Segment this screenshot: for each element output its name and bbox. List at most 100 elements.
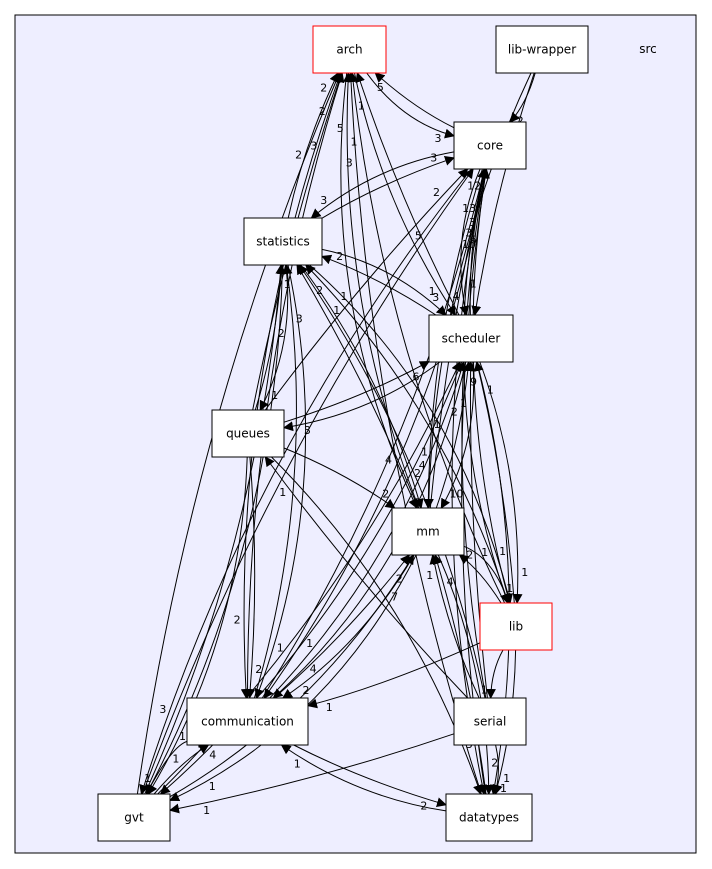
edge-line — [366, 72, 455, 139]
node-serial[interactable]: serial — [453, 697, 527, 746]
edge-line — [293, 744, 447, 808]
edge-line — [305, 264, 509, 604]
edge-serial-to-gvt: 1 — [169, 733, 455, 817]
node-lib[interactable]: lib — [479, 602, 553, 651]
edge-serial-to-mm: 1 — [426, 554, 480, 699]
edge-line — [321, 155, 455, 219]
node-datatypes[interactable]: datatypes — [445, 793, 533, 842]
edge-weight-label: 2 — [466, 548, 473, 561]
node-lib-wrapper[interactable]: lib-wrapper — [495, 25, 589, 74]
node-box[interactable] — [495, 25, 589, 74]
node-gvt[interactable]: gvt — [97, 793, 171, 842]
edge-line — [246, 72, 345, 699]
edge-weight-label: 10 — [450, 487, 464, 500]
node-box[interactable] — [453, 121, 527, 170]
edge-line — [153, 744, 210, 795]
edge-weight-label: 1 — [144, 772, 151, 785]
edge-scheduler-to-mm: 10 — [440, 361, 475, 509]
node-box[interactable] — [479, 602, 553, 651]
edge-lib-to-arch: 1 — [348, 72, 506, 604]
edge-weight-label: 1 — [421, 446, 428, 459]
node-box[interactable] — [186, 697, 309, 746]
edge-statistics-to-gvt: 1 — [145, 264, 283, 795]
node-box[interactable] — [211, 409, 285, 458]
edge-weight-label: 2 — [234, 614, 241, 627]
edge-weight-label: 2 — [336, 250, 343, 263]
node-box[interactable] — [445, 793, 533, 842]
edge-weight-label: 1 — [506, 582, 513, 595]
edge-line — [307, 642, 481, 709]
edge-line — [321, 254, 437, 316]
edge-line — [340, 72, 418, 509]
edge-line — [354, 72, 456, 316]
edge-weight-label: 1 — [503, 772, 510, 785]
node-label: gvt — [124, 811, 144, 825]
edge-weight-label: 5 — [415, 230, 422, 243]
edge-weight-label: 1 — [481, 546, 488, 559]
edge-weight-label: 1 — [426, 569, 433, 582]
edge-weight-label: 1 — [481, 684, 488, 697]
node-communication[interactable]: communication — [186, 697, 309, 746]
edge-line — [240, 72, 342, 699]
node-box[interactable] — [428, 314, 514, 363]
node-label: lib-wrapper — [508, 43, 576, 57]
edge-statistics-to-queues: 1 — [259, 264, 289, 411]
node-scheduler[interactable]: scheduler — [428, 314, 514, 363]
edge-lib-to-core: 3 — [469, 168, 511, 604]
node-box[interactable] — [243, 217, 323, 266]
edge-line — [472, 168, 511, 604]
edge-line — [245, 456, 256, 699]
edge-line — [435, 361, 473, 509]
edge-queues-to-core: 2 — [264, 168, 469, 411]
edge-lib-wrapper-to-scheduler: 1 — [470, 72, 535, 316]
node-box[interactable] — [391, 507, 465, 556]
edge-line — [282, 554, 415, 699]
node-core[interactable]: core — [453, 121, 527, 170]
node-label: statistics — [256, 235, 310, 249]
edge-gvt-to-statistics: 2 — [144, 264, 286, 795]
edge-arch-to-mm: 4 — [340, 72, 418, 509]
edge-weight-label: 2 — [517, 115, 524, 128]
edge-line — [485, 649, 504, 699]
node-mm[interactable]: mm — [391, 507, 465, 556]
edge-weight-label: 3 — [310, 139, 317, 152]
edge-weight-label: 1 — [521, 566, 528, 579]
edge-line — [169, 554, 417, 802]
edge-weight-label: 2 — [491, 757, 498, 770]
edge-weight-label: 3 — [159, 703, 166, 716]
node-box[interactable] — [312, 25, 387, 74]
edge-weight-label: 3 — [320, 194, 327, 207]
edge-line — [139, 168, 472, 795]
edge-line — [145, 264, 283, 795]
edge-line — [374, 72, 455, 129]
edge-weight-label: 2 — [433, 186, 440, 199]
node-box[interactable] — [97, 793, 171, 842]
edge-weight-label: 2 — [414, 467, 421, 480]
edge-line — [346, 72, 482, 795]
edge-line — [479, 361, 523, 604]
edge-weight-label: 4 — [447, 576, 454, 589]
node-arch[interactable]: arch — [312, 25, 387, 74]
edge-arch-to-communication: 2 — [234, 72, 342, 699]
node-statistics[interactable]: statistics — [243, 217, 323, 266]
edge-gvt-to-mm: 7 — [169, 554, 415, 798]
node-label: scheduler — [442, 332, 501, 346]
edge-scheduler-to-statistics: 2 — [321, 250, 437, 316]
edge-line — [283, 361, 430, 423]
edge-queues-to-scheduler: 6 — [283, 361, 430, 423]
edge-weight-label: 2 — [420, 799, 427, 812]
edge-core-to-communication: 1 — [263, 168, 487, 699]
edge-line — [254, 264, 307, 699]
node-queues[interactable]: queues — [211, 409, 285, 458]
edge-weight-label: 1 — [294, 758, 301, 771]
node-box[interactable] — [453, 697, 527, 746]
edge-line — [471, 72, 535, 316]
edge-weight-label: 3 — [346, 157, 353, 170]
edge-weight-label: 5 — [377, 81, 384, 94]
edge-line — [145, 740, 188, 795]
edge-line — [144, 264, 286, 795]
edge-line — [309, 264, 513, 604]
edge-weight-label: 5 — [337, 122, 344, 135]
edge-weight-label: 1 — [340, 290, 347, 303]
edge-statistics-to-scheduler: 3 — [321, 248, 447, 316]
